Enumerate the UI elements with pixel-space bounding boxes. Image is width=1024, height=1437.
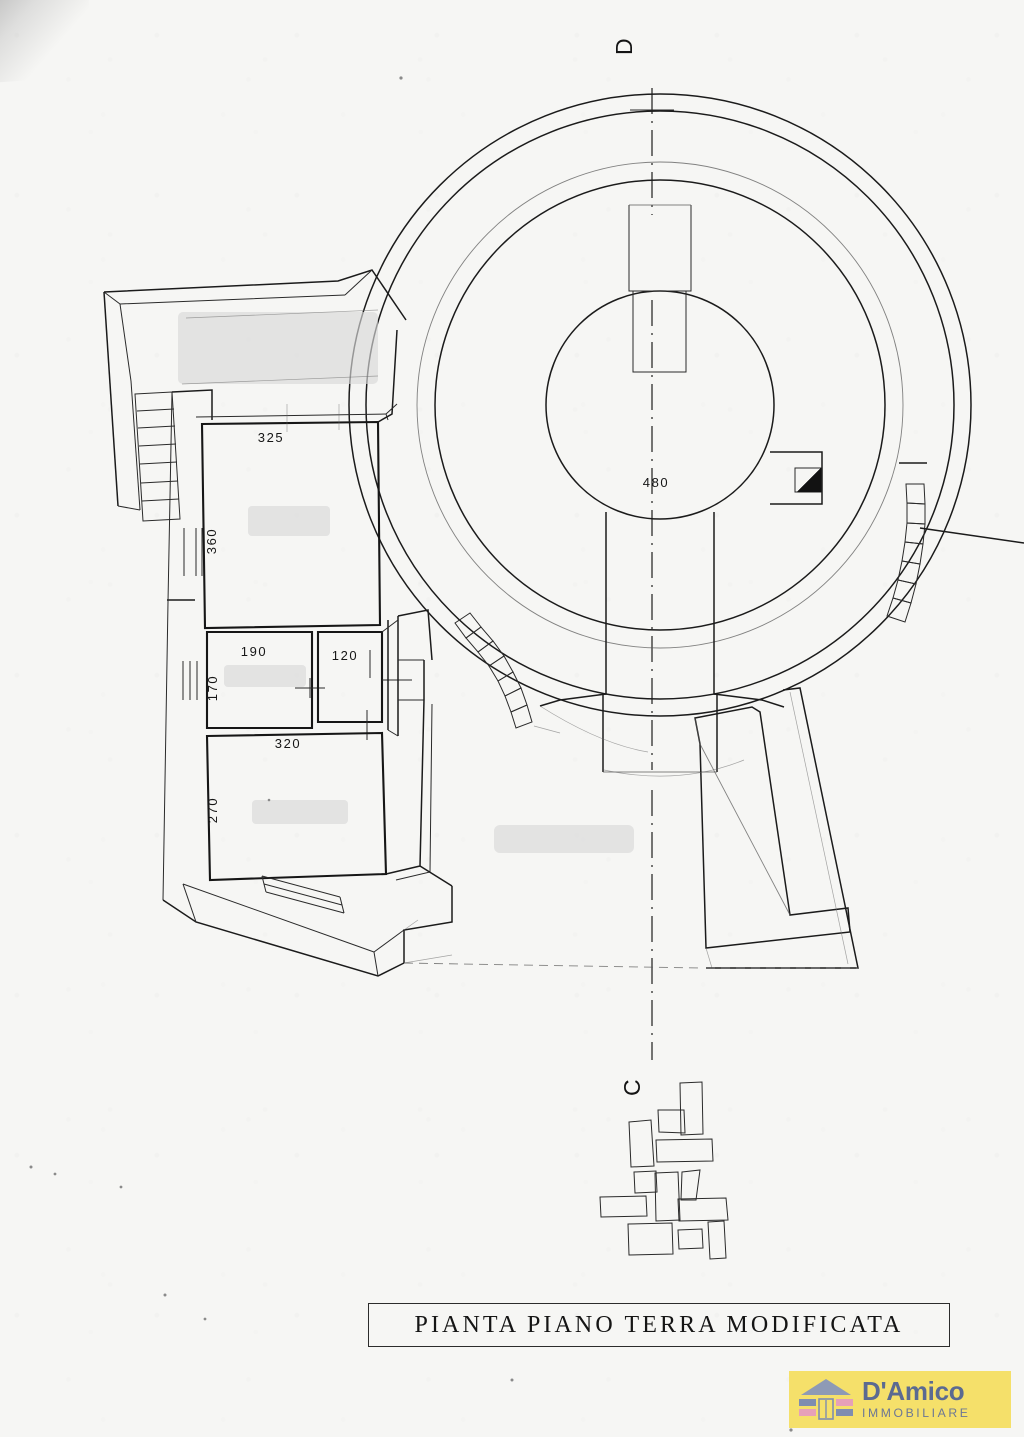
dimension-325: 325 — [258, 430, 285, 445]
dimension-320: 320 — [275, 736, 302, 751]
logo-text: D'Amico IMMOBILIARE — [862, 1375, 971, 1420]
dimension-170: 170 — [205, 675, 220, 702]
scan-specks — [29, 76, 793, 1432]
east-corridor-wall — [385, 699, 453, 887]
rotunda-outer-walls — [348, 93, 972, 717]
top-radial-corridor — [628, 204, 692, 373]
dimension-480: 480 — [643, 475, 670, 490]
section-axis-d-c — [630, 88, 674, 1060]
stone-cluster — [599, 1081, 729, 1260]
rear-courtyard-walls — [403, 687, 859, 969]
section-marker-d: D — [611, 37, 637, 55]
dimension-360: 360 — [204, 528, 219, 555]
curved-stairs-right — [886, 462, 1024, 623]
dimension-190: 190 — [241, 644, 268, 659]
logo-company-name: D'Amico — [862, 1375, 965, 1406]
section-marker-c: C — [619, 1078, 645, 1096]
lower-left-room — [205, 731, 388, 914]
middle-left-room — [182, 630, 325, 730]
left-wing-perimeter — [162, 389, 453, 977]
left-wing-outer-wall — [103, 269, 407, 511]
plan-title: PIANTA PIANO TERRA MODIFICATA — [414, 1311, 904, 1338]
title-block: PIANTA PIANO TERRA MODIFICATA — [368, 1303, 950, 1347]
dimension-270: 270 — [205, 797, 220, 824]
middle-right-room — [316, 609, 433, 740]
upper-left-room — [183, 329, 398, 630]
logo-tagline: IMMOBILIARE — [862, 1405, 971, 1420]
rotunda-right-niche — [770, 451, 823, 505]
dimension-120: 120 — [332, 648, 359, 663]
straight-stairs-left — [134, 391, 181, 522]
curved-stairs-left — [454, 612, 561, 734]
paper-smudge — [494, 825, 634, 853]
bottom-radial-passage — [539, 512, 785, 773]
agency-logo: D'Amico IMMOBILIARE — [789, 1371, 1011, 1428]
house-icon — [799, 1378, 853, 1420]
